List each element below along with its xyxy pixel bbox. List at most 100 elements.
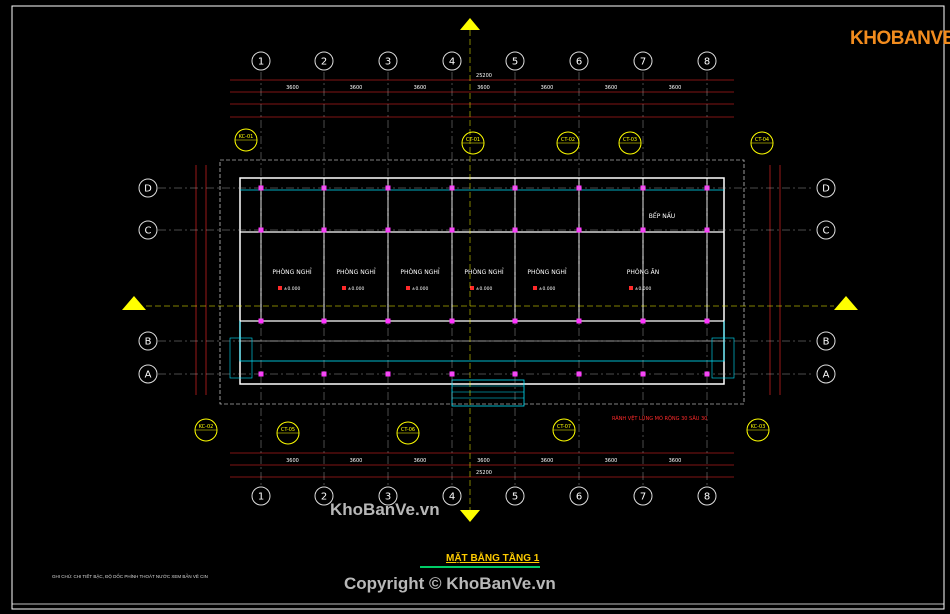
room-label: PHÒNG NGHỈ	[527, 268, 567, 276]
axis-label-8: 8	[704, 57, 710, 68]
level-marker	[406, 286, 410, 290]
axis-label-B: B	[145, 337, 152, 348]
column-marker	[449, 318, 455, 324]
room-level: ±0.000	[348, 286, 365, 292]
dimension-texts: 25200 25200 3600 3600 3600 3600 3600 3600 3600 36…	[286, 73, 681, 476]
axis-bubble-4	[442, 486, 462, 506]
axis-bubble-6	[569, 51, 589, 71]
kitchen-label: BẾP NẤU	[649, 212, 675, 220]
axis-bubble-5	[505, 486, 525, 506]
level-marker	[470, 286, 474, 290]
axis-label-1: 1	[258, 492, 264, 503]
section-tag-label: CT-06	[401, 427, 415, 433]
drawing-note: GHI CHÚ: CHI TIẾT BẬC, ĐỘ DỐC PHÍNH THOÁ…	[52, 574, 208, 579]
axis-bubble-A	[138, 364, 158, 384]
axis-label-2: 2	[321, 492, 327, 503]
axis-label-2: 2	[321, 57, 327, 68]
axis-bubble-7	[633, 486, 653, 506]
axis-label-5: 5	[512, 492, 518, 503]
bay-dimension: 3600	[350, 85, 363, 91]
copyright-text: Copyright © KhoBanVe.vn	[344, 574, 556, 593]
room-label: PHÒNG NGHỈ	[464, 268, 504, 276]
axis-label-8: 8	[704, 492, 710, 503]
room-label: PHÒNG ĂN	[627, 269, 660, 276]
floor-plan	[219, 159, 745, 407]
room-level: ±0.000	[284, 286, 301, 292]
axis-label-5: 5	[512, 57, 518, 68]
terrace-edge	[219, 159, 745, 405]
total-dimension: 25200	[476, 73, 492, 79]
column-marker	[321, 318, 327, 324]
room-level: ±0.000	[412, 286, 429, 292]
title-underline	[420, 566, 540, 568]
column-marker	[704, 318, 710, 324]
level-marker	[342, 286, 346, 290]
axis-bubble-6	[569, 486, 589, 506]
stair-treads	[452, 385, 524, 399]
axis-bubble-1	[251, 51, 271, 71]
drawing-title: MẶT BẰNG TẦNG 1	[446, 553, 540, 564]
axis-bubble-7	[633, 51, 653, 71]
axis-label-D: D	[144, 184, 152, 195]
total-dimension-bottom: 25200	[476, 470, 492, 476]
column-marker	[258, 318, 264, 324]
section-tag-label: KC-01	[239, 134, 254, 140]
side-stair-right	[711, 337, 735, 379]
axis-label-7: 7	[640, 492, 646, 503]
bay-dimension: 3600	[541, 85, 554, 91]
bay-dimension: 3600	[669, 85, 682, 91]
axis-label-A: A	[823, 370, 830, 381]
column-marker	[512, 318, 518, 324]
column-marker	[576, 318, 582, 324]
axis-label-4: 4	[449, 492, 455, 503]
column-marker	[640, 318, 646, 324]
axis-label-7: 7	[640, 57, 646, 68]
section-tag-label: CT-02	[561, 137, 575, 143]
section-marker-right	[834, 296, 858, 310]
axis-bubble-B	[138, 331, 158, 351]
axis-label-C: C	[823, 226, 830, 237]
section-tag-label: CT-07	[557, 424, 571, 430]
axis-bubble-C	[816, 220, 836, 240]
bay-dimension-bottom: 3600	[414, 458, 427, 464]
axis-bubble-3	[378, 51, 398, 71]
axis-label-4: 4	[449, 57, 455, 68]
room-labels: PHÒNG NGHỈ ±0.000 PHÒNG NGHỈ ±0.000 PHÒNG NG…	[272, 212, 675, 292]
axis-bubble-A	[816, 364, 836, 384]
room-level: ±0.000	[539, 286, 556, 292]
section-marker-top	[460, 18, 480, 30]
column-marker	[385, 318, 391, 324]
section-tag-label: CT-03	[623, 137, 637, 143]
axis-label-1: 1	[258, 57, 264, 68]
axis-bubble-B	[816, 331, 836, 351]
bay-dimension-bottom: 3600	[541, 458, 554, 464]
axis-bubble-D	[138, 178, 158, 198]
logo-text: KHOBANVE	[850, 28, 950, 49]
axis-bubble-3	[378, 486, 398, 506]
axis-bubble-D	[816, 178, 836, 198]
axis-bubble-5	[505, 51, 525, 71]
section-tag-label: KC-02	[199, 424, 214, 430]
room-label: PHÒNG NGHỈ	[272, 268, 312, 276]
outer-wall	[239, 177, 725, 385]
bay-dimension: 3600	[477, 85, 490, 91]
level-marker	[533, 286, 537, 290]
room-label: PHÒNG NGHỈ	[400, 268, 440, 276]
section-tag-label: CT-01	[466, 137, 480, 143]
level-marker	[629, 286, 633, 290]
bay-dimension-bottom: 3600	[350, 458, 363, 464]
axis-label-B: B	[823, 337, 830, 348]
axis-label-3: 3	[385, 57, 391, 68]
axis-bubble-2	[314, 486, 334, 506]
room-label: PHÒNG NGHỈ	[336, 268, 376, 276]
side-stair-left	[229, 337, 253, 379]
axis-bubble-4	[442, 51, 462, 71]
axis-bubble-8	[697, 51, 717, 71]
bay-dimension: 3600	[286, 85, 299, 91]
axis-bubble-C	[138, 220, 158, 240]
axis-label-C: C	[145, 226, 152, 237]
axis-label-D: D	[822, 184, 830, 195]
watermark: KhoBanVe.vn	[330, 500, 440, 519]
